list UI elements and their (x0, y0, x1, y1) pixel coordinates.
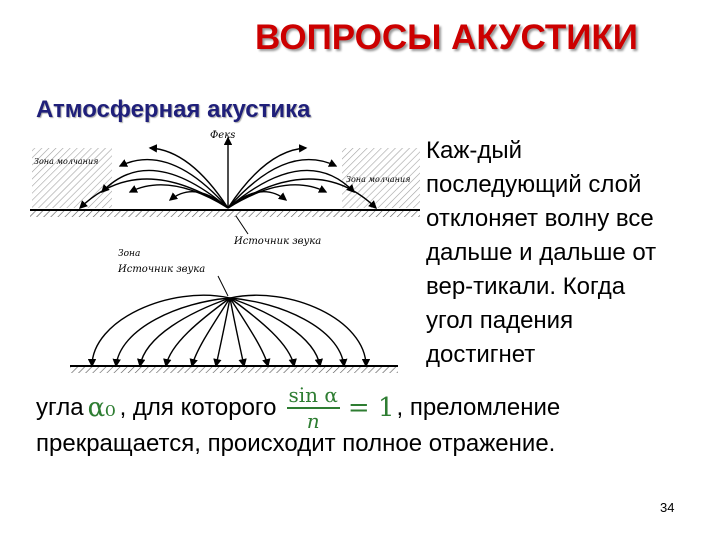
slide-subtitle: Атмосферная акустика (36, 96, 311, 123)
bottom-ray (87, 294, 231, 368)
formula-middle: , для которого (119, 394, 277, 421)
label-source-top: Источник звука (233, 236, 321, 247)
top-ray (78, 178, 229, 209)
bottom-ray (163, 297, 231, 368)
top-ray (227, 191, 288, 209)
alpha-zero-symbol: α₀ (87, 393, 116, 423)
bottom-ray (189, 297, 231, 368)
bottom-ray (213, 297, 231, 368)
bottom-ray (229, 297, 297, 368)
label-zone-bottom: Зона (118, 249, 140, 259)
top-ray (148, 144, 229, 209)
bottom-ray (229, 297, 348, 368)
top-ray (227, 144, 308, 209)
left-silence-zone-hatch (32, 148, 112, 208)
top-ray (227, 184, 328, 209)
bottom-source-leader (217, 275, 229, 297)
top-ray (227, 178, 378, 209)
bottom-ray (229, 297, 323, 368)
top-ray (118, 158, 229, 209)
formula-line: угла α₀ , для которого sin α n = 1 , пре… (36, 382, 561, 433)
page-number: 34 (660, 500, 675, 515)
right-silence-zone-hatch (342, 148, 420, 208)
sound-propagation-figure: Фекs Зона молчания Зона молчания Источни… (30, 130, 420, 373)
bottom-ground-hatch (70, 367, 398, 373)
top-ground-hatch (30, 211, 420, 217)
fraction-denominator: n (306, 408, 320, 433)
top-ray (101, 169, 229, 209)
bottom-ray (229, 297, 247, 368)
top-diagram: Фекs Зона молчания Зона молчания Источни… (30, 130, 420, 247)
top-source-leader (235, 215, 249, 235)
top-ray (128, 184, 229, 209)
formula-suffix: , преломление (396, 394, 561, 421)
explanation-text: Каж-дый последующий слой отклоняет волну… (426, 137, 657, 368)
formula-prefix: угла (36, 394, 84, 421)
snell-fraction: sin α n (286, 382, 340, 433)
bottom-diagram: Зона Источник звука (70, 249, 398, 373)
fraction-numerator: sin α (286, 382, 340, 409)
top-ray (227, 158, 338, 209)
label-sky: Фекs (210, 130, 235, 141)
top-ray (227, 169, 355, 209)
label-silence-left: Зона молчания (34, 157, 98, 166)
bottom-ray (229, 294, 371, 368)
fraction-equals: = 1 (347, 393, 395, 423)
label-source-bottom: Источник звука (117, 264, 205, 275)
bottom-ray (229, 297, 271, 368)
top-ray (168, 191, 229, 209)
label-silence-right: Зона молчания (346, 175, 410, 184)
bottom-ray (137, 297, 231, 368)
bottom-ray (112, 297, 231, 368)
conclusion-text: прекращается, происходит полное отражени… (36, 430, 556, 457)
slide-title: ВОПРОСЫ АКУСТИКИ (255, 18, 638, 57)
